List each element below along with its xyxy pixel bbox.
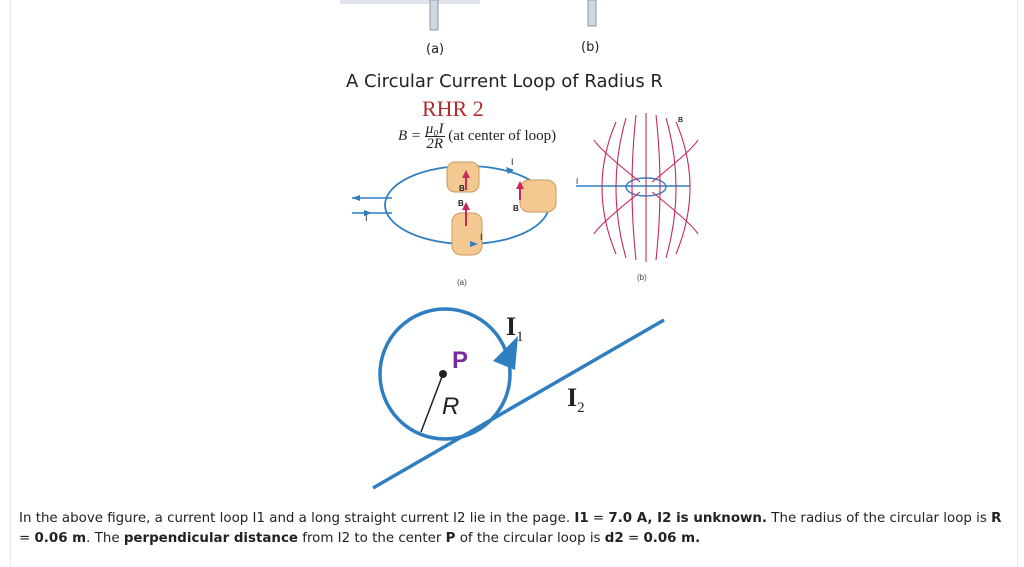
field-formula: B = μ₀I 2R (at center of loop) (398, 121, 557, 152)
caption-b-top: (b) (581, 40, 600, 55)
text-run: . The (86, 531, 124, 546)
current-arrow-icon (493, 336, 518, 370)
field-b-current-label: I (576, 177, 579, 186)
formula-numerator: μ₀I (424, 121, 445, 137)
bold-run: d2 (604, 531, 624, 546)
bold-run: 7.0 A, I2 is unknown. (608, 511, 768, 526)
top-figure-remnant (340, 0, 597, 31)
field-lines-b (576, 113, 699, 262)
wire-current-label: I (365, 213, 368, 223)
text-run: = (19, 531, 35, 546)
bold-run: 0.06 m (34, 531, 87, 546)
caption-a-top: (a) (426, 42, 445, 57)
text-run: from I2 to the center (297, 531, 446, 546)
text-run: In the above figure, a current loop I1 a… (19, 511, 575, 526)
i1-letter: I (506, 312, 517, 341)
text-run: = (623, 531, 644, 546)
field-label-mid: B (458, 199, 464, 208)
current-i2-label: I2 (567, 383, 585, 417)
problem-statement: In the above figure, a current loop I1 a… (19, 509, 1014, 549)
bold-run: R (991, 511, 1002, 526)
formula-lhs: B = (398, 127, 422, 144)
i2-letter: I (567, 383, 578, 412)
bold-run: 0.06 m. (643, 531, 701, 546)
field-b-label: B (678, 117, 684, 124)
i1-subscript: 1 (516, 329, 524, 346)
bold-run: I1 (574, 511, 589, 526)
formula-note: (at center of loop) (448, 127, 557, 144)
formula-denominator: 2R (426, 136, 443, 152)
bold-run: P (445, 531, 456, 546)
text-run: = (588, 511, 609, 526)
field-label-right: B (513, 204, 519, 213)
content-frame (10, 0, 1018, 567)
rhr-label: RHR 2 (422, 96, 484, 121)
text-run: The radius of the circular loop is (767, 511, 992, 526)
loop-current-label-bottom: I (480, 232, 483, 242)
loop-current-label: I (511, 157, 514, 167)
slide-title: A Circular Current Loop of Radius R (346, 71, 663, 92)
current-i1-label: I1 (506, 312, 524, 346)
loop-diagram-a (352, 161, 557, 256)
radius-label: R (442, 393, 460, 420)
bold-run: perpendicular distance (123, 531, 298, 546)
problem-diagram (372, 307, 665, 490)
point-p-label: P (452, 347, 469, 374)
field-label-top: B (459, 184, 465, 193)
caption-a-slide: (a) (457, 278, 467, 287)
text-run: of the circular loop is (455, 531, 605, 546)
caption-b-slide: (b) (637, 273, 647, 282)
formula-fraction: μ₀I 2R (424, 121, 445, 152)
i2-subscript: 2 (577, 400, 585, 417)
